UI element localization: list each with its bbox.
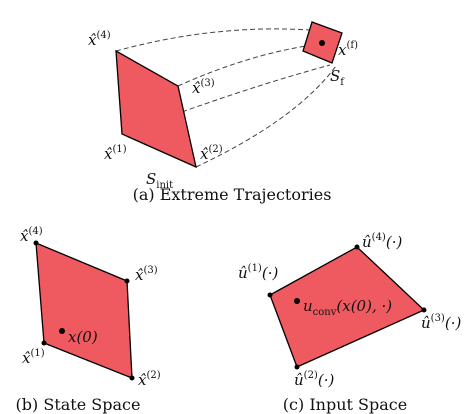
- caption-a: (a) Extreme Trajectories: [133, 185, 332, 204]
- label-a-x1: x̂(1): [104, 144, 127, 163]
- final-state-point: [319, 40, 325, 46]
- vertex-b-x4: [33, 240, 39, 246]
- panel-a: x̂(4) x̂(3) x̂(1) x̂(2) x(f) Sinit Sf (a…: [88, 21, 358, 204]
- label-s-f: Sf: [330, 67, 345, 88]
- vertex-c-u4: [354, 244, 360, 250]
- label-s-init: Sinit: [146, 170, 173, 191]
- vertex-c-u2: [294, 364, 300, 370]
- conv-input-point: [294, 298, 300, 304]
- vertex-b-x3: [124, 278, 130, 284]
- vertex-c-u1: [267, 292, 273, 298]
- vertex-b-x2: [129, 375, 135, 381]
- vertex-c-u3: [421, 307, 427, 313]
- label-a-x2: x̂(2): [200, 144, 223, 163]
- trajectory-x3: [177, 45, 307, 87]
- label-c-u1: û(1)(·): [238, 263, 278, 282]
- trajectory-x4: [115, 28, 311, 52]
- initial-state-point: [59, 328, 65, 334]
- label-x0: x(0): [68, 328, 98, 346]
- label-b-x2: x̂(2): [138, 370, 161, 389]
- panel-b: x̂(4) x̂(3) x̂(2) x̂(1) x(0) (b) State S…: [16, 226, 161, 414]
- label-c-u3: û(3)(·): [421, 313, 461, 332]
- label-c-u2: û(2)(·): [294, 370, 334, 389]
- label-b-x4: x̂(4): [20, 226, 43, 245]
- vertex-b-x1: [41, 340, 47, 346]
- label-c-u4: û(4)(·): [362, 232, 402, 251]
- caption-b: (b) State Space: [16, 395, 141, 414]
- trajectory-x1: [121, 64, 331, 135]
- label-u-conv: uconv(x(0), ·): [303, 297, 392, 318]
- caption-c: (c) Input Space: [283, 395, 407, 414]
- label-a-xf: x(f): [338, 40, 358, 59]
- panel-c: û(1)(·) û(4)(·) û(3)(·) û(2)(·) uconv(x(…: [238, 232, 461, 414]
- initial-set-polygon: [115, 49, 197, 169]
- label-b-x1: x̂(1): [22, 348, 45, 367]
- label-b-x3: x̂(3): [135, 265, 158, 284]
- trajectory-x2: [195, 65, 337, 168]
- label-a-x3: x̂(3): [192, 78, 215, 97]
- label-a-x4: x̂(4): [88, 30, 111, 49]
- state-space-polygon: [35, 241, 133, 379]
